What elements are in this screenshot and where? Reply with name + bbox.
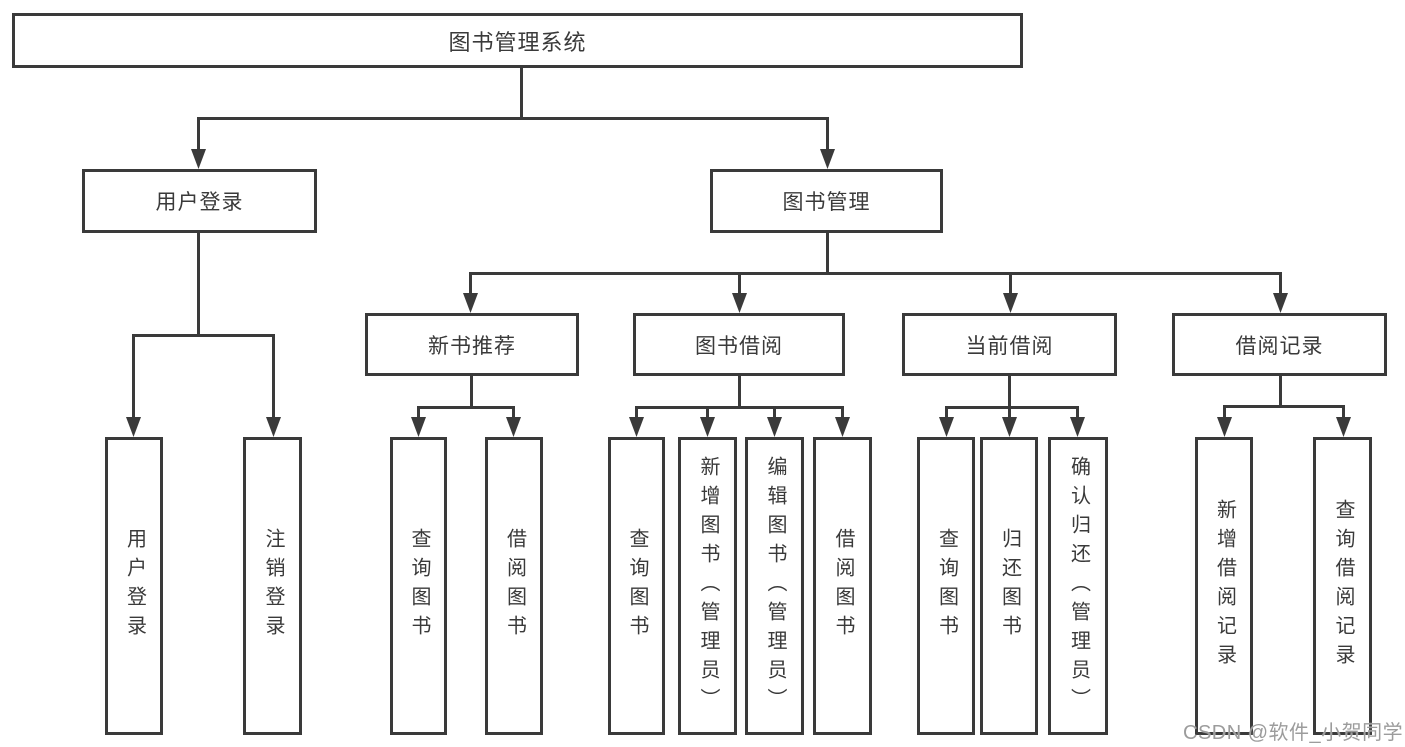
leaf-borrow-query-books: 查询图书: [608, 437, 665, 735]
arrowheads: [126, 149, 1351, 437]
leaf-borrow-borrow-books: 借阅图书: [813, 437, 872, 735]
leaf-records-add-record: 新增借阅记录: [1195, 437, 1253, 735]
new-book-branch: [417, 376, 515, 419]
leaf-current-confirm-return-admin: 确认归还（管理员）: [1048, 437, 1108, 735]
leaf-current-query-books: 查询图书: [917, 437, 975, 735]
user-login-branch: [132, 233, 275, 419]
borrow-records-branch: [1223, 376, 1345, 419]
leaf-borrow-add-books-admin: 新增图书（管理员）: [678, 437, 737, 735]
node-new-book-recommend: 新书推荐: [365, 313, 579, 376]
node-root-library-system: 图书管理系统: [12, 13, 1023, 68]
leaf-borrow-edit-books-admin: 编辑图书（管理员）: [745, 437, 804, 735]
leaf-records-query-record: 查询借阅记录: [1313, 437, 1372, 735]
leaf-newbook-borrow-books: 借阅图书: [485, 437, 543, 735]
node-current-borrow: 当前借阅: [902, 313, 1117, 376]
book-borrow-branch: [635, 376, 844, 419]
csdn-watermark: CSDN @软件_小贺同学: [1183, 722, 1404, 744]
node-borrow-records: 借阅记录: [1172, 313, 1387, 376]
level2-branch: [197, 117, 829, 150]
book-mgmt-branch: [469, 233, 1282, 294]
leaf-logout: 注销登录: [243, 437, 302, 735]
node-user-login: 用户登录: [82, 169, 317, 233]
current-borrow-branch: [945, 376, 1079, 419]
leaf-current-return-books: 归还图书: [980, 437, 1038, 735]
node-book-borrow: 图书借阅: [633, 313, 845, 376]
leaf-newbook-query-books: 查询图书: [390, 437, 447, 735]
leaf-user-login: 用户登录: [105, 437, 163, 735]
node-book-management: 图书管理: [710, 169, 943, 233]
